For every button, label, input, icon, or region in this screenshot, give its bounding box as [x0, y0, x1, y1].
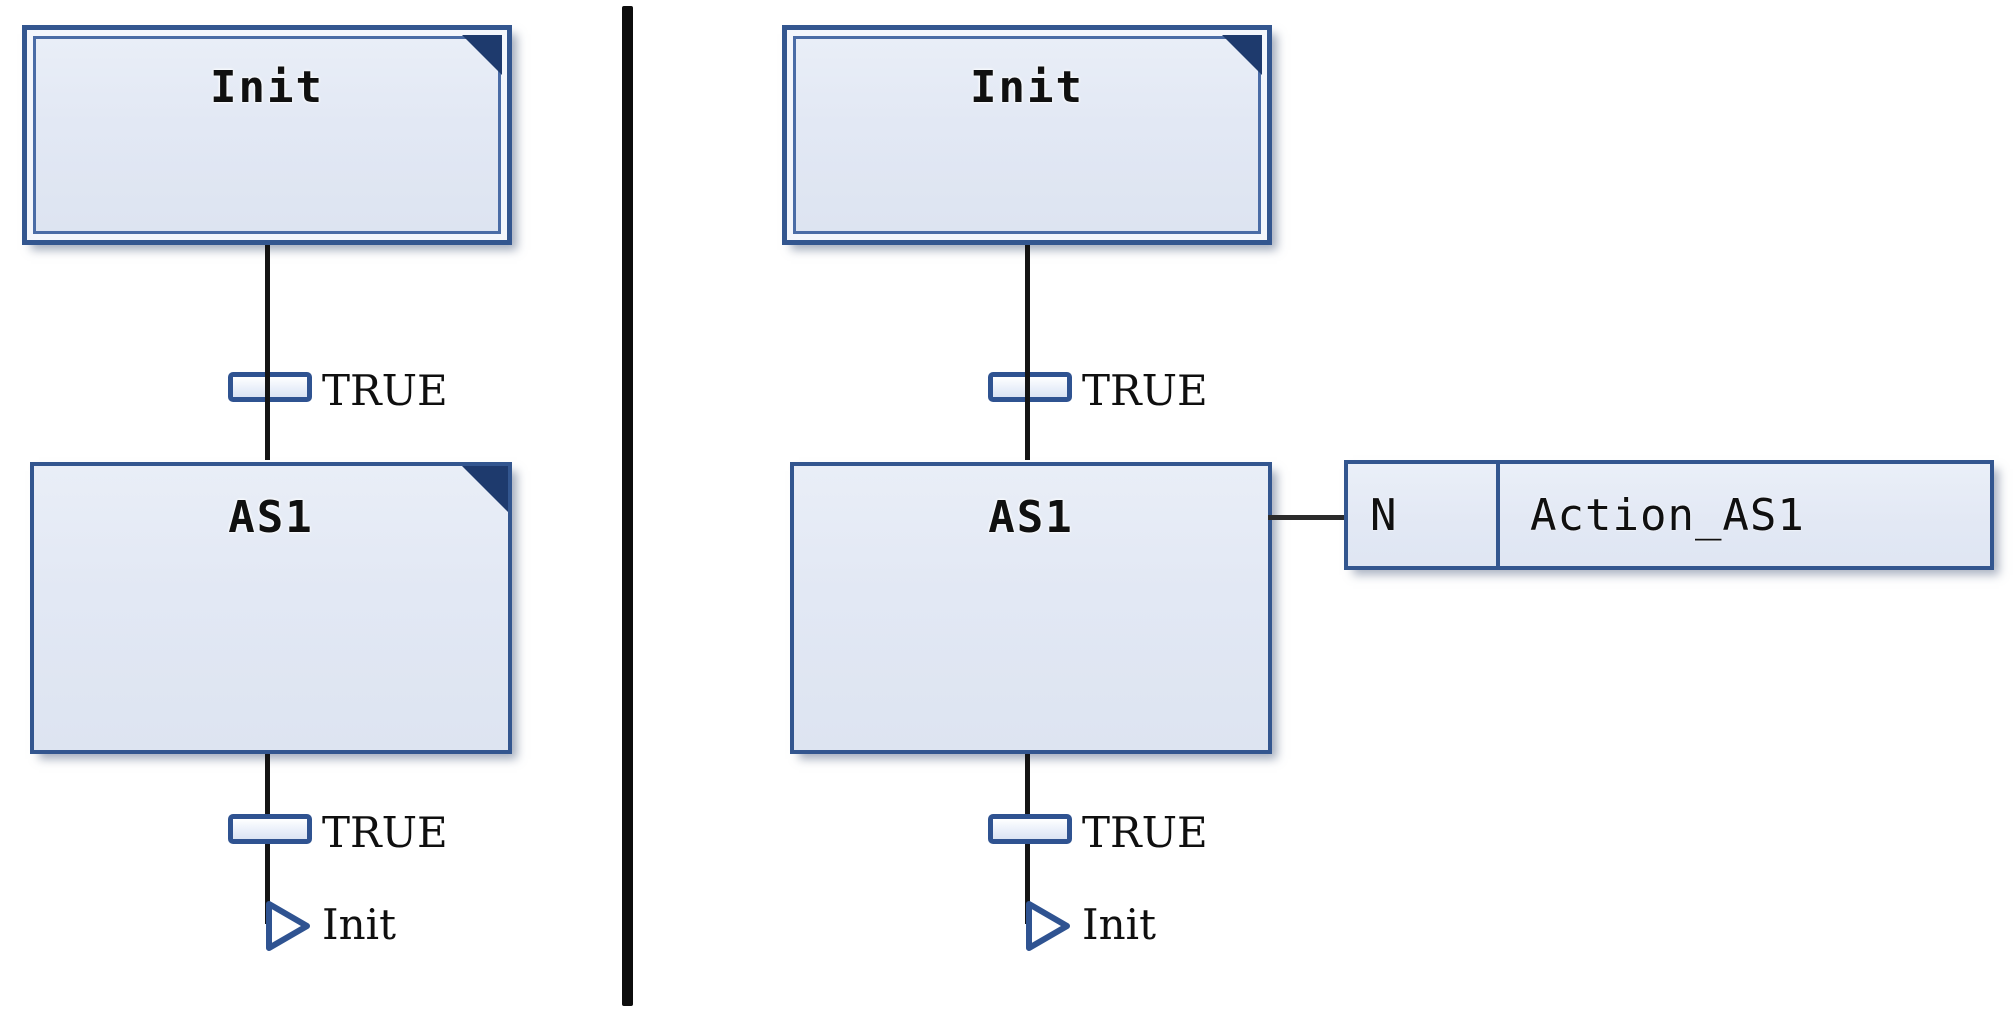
connector-line-right-2b [1025, 844, 1030, 924]
connector-line-left-1 [265, 245, 270, 310]
step-label-as1-right: AS1 [988, 492, 1074, 543]
transition-label-right-1: TRUE [1082, 366, 1208, 415]
connector-line-left-2 [265, 754, 270, 814]
connector-line-left-1b [265, 310, 270, 460]
jump-triangle-icon [266, 901, 310, 951]
jump-target-label-left: Init [322, 900, 396, 949]
transition-left-1[interactable] [228, 372, 312, 402]
connector-line-left-2b [265, 844, 270, 924]
step-box-as1-right[interactable]: AS1 [790, 462, 1272, 754]
panel-divider [622, 6, 633, 1006]
folded-corner-icon [1222, 35, 1262, 75]
transition-right-2[interactable] [988, 814, 1072, 844]
action-name-label: Action_AS1 [1530, 489, 1805, 541]
connector-line-right-1b [1025, 310, 1030, 460]
jump-arrow-right[interactable] [1025, 900, 1071, 952]
jump-target-label-right: Init [1082, 900, 1156, 949]
transition-label-left-2: TRUE [322, 808, 448, 857]
connector-line-right-2 [1025, 754, 1030, 814]
step-label-as1-left: AS1 [228, 492, 314, 543]
action-connector-line [1268, 515, 1346, 520]
step-inner-border-left-init [33, 36, 501, 234]
jump-arrow-left[interactable] [265, 900, 311, 952]
step-box-init-right[interactable]: Init [782, 25, 1272, 245]
step-label-init-left: Init [210, 62, 324, 113]
step-box-as1-left[interactable]: AS1 [30, 462, 512, 754]
folded-corner-icon [462, 35, 502, 75]
action-qualifier-label: N [1370, 489, 1398, 541]
action-block-right[interactable]: N Action_AS1 [1344, 460, 1994, 570]
step-label-init-right: Init [970, 62, 1084, 113]
transition-label-left-1: TRUE [322, 366, 448, 415]
transition-left-2[interactable] [228, 814, 312, 844]
step-box-init-left[interactable]: Init [22, 25, 512, 245]
step-inner-border-right-init [793, 36, 1261, 234]
action-qualifier-cell: N [1348, 464, 1500, 566]
transition-right-1[interactable] [988, 372, 1072, 402]
transition-label-right-2: TRUE [1082, 808, 1208, 857]
folded-corner-icon [462, 466, 508, 512]
jump-triangle-icon [1026, 901, 1070, 951]
connector-line-right-1 [1025, 245, 1030, 310]
action-name-cell: Action_AS1 [1500, 464, 1990, 566]
